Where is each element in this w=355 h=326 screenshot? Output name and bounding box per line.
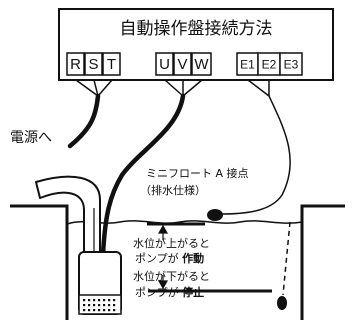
terminal-E1-label: E1 bbox=[240, 58, 255, 72]
float-switch-cable bbox=[221, 79, 291, 215]
power-label: 電源へ bbox=[10, 130, 52, 146]
terminal-R-label: R bbox=[70, 56, 81, 73]
submersible-pump bbox=[78, 251, 122, 315]
rise-text-prefix: ポンプが bbox=[135, 251, 182, 265]
terminal-T-box bbox=[102, 52, 121, 76]
terminal-E3-box bbox=[279, 52, 303, 76]
terminal-T-label: T bbox=[107, 56, 116, 73]
float-switch-label-line2: （排水仕様） bbox=[140, 183, 206, 197]
terminal-group-rst: R S T bbox=[66, 52, 121, 76]
lower-float bbox=[148, 221, 291, 310]
terminal-E2-label: E2 bbox=[262, 58, 277, 72]
terminal-W-box bbox=[191, 52, 212, 76]
fall-text-prefix: ポンプが bbox=[135, 285, 182, 299]
terminal-V-box bbox=[173, 52, 192, 76]
rise-action-text: 作動 bbox=[182, 251, 204, 265]
terminal-W-label: W bbox=[194, 56, 209, 73]
water-surface bbox=[66, 220, 303, 225]
lower-float-dashed-cable bbox=[282, 221, 291, 296]
terminal-group-e: E1 E2 E3 bbox=[236, 52, 303, 76]
discharge-hose bbox=[35, 175, 101, 255]
fall-text-line1: 水位が下がると bbox=[133, 269, 210, 283]
rise-text-line1: 水位が上がると bbox=[133, 236, 210, 250]
float-switch-label-line1: ミニフロート A 接点 bbox=[146, 167, 249, 180]
terminal-R-box bbox=[66, 52, 85, 76]
terminal-S-box bbox=[84, 52, 103, 76]
fall-action-text: 停止 bbox=[182, 285, 204, 299]
pit-walls bbox=[10, 204, 345, 320]
terminal-V-label: V bbox=[177, 56, 187, 73]
terminal-S-label: S bbox=[88, 56, 98, 73]
panel-title: 自動操作盤接続方法 bbox=[120, 19, 273, 39]
fall-text-line2: ポンプが 停止 bbox=[135, 285, 204, 299]
level-range-arrows bbox=[157, 224, 169, 290]
terminal-E3-label: E3 bbox=[284, 58, 299, 72]
terminal-group-uvw: U V W bbox=[155, 52, 212, 76]
upper-float bbox=[147, 209, 223, 226]
terminal-U-box bbox=[155, 52, 174, 76]
terminal-U-label: U bbox=[159, 56, 170, 73]
power-cable bbox=[67, 79, 113, 149]
rise-text-line2: ポンプが 作動 bbox=[135, 251, 204, 265]
